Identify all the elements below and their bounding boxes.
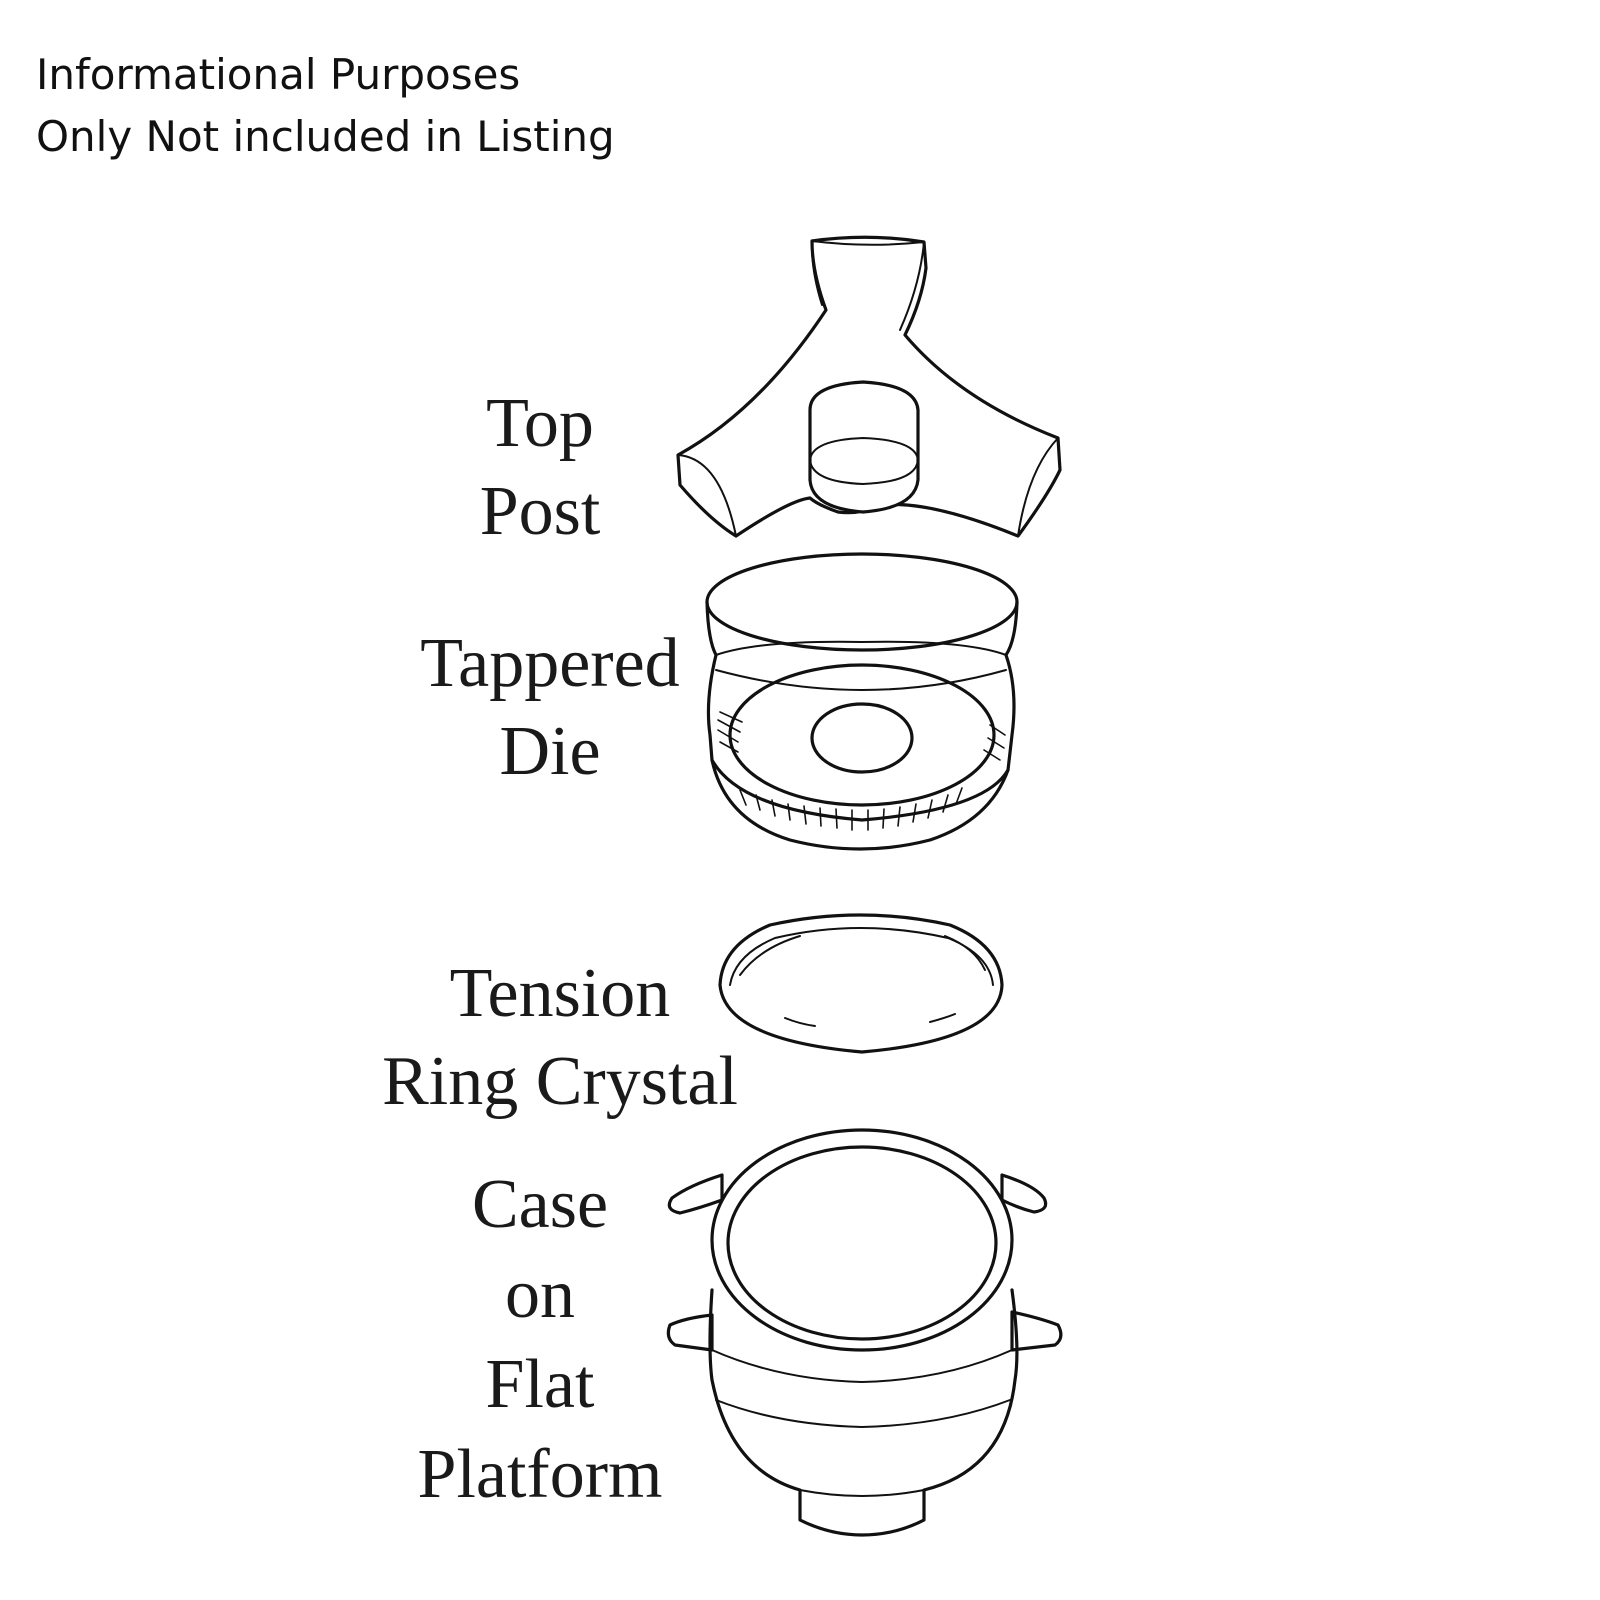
label-case-line-1: Case — [471, 1166, 609, 1243]
label-top-post: Top Post — [440, 380, 640, 556]
label-tension-ring: Tension Ring Crystal — [360, 950, 760, 1126]
label-top-post-line-2: Post — [479, 473, 601, 550]
label-tapered-die: Tappered Die — [400, 620, 700, 796]
notice-line-2: Only Not included in Listing — [36, 112, 615, 161]
label-top-post-line-1: Top — [486, 385, 594, 462]
tension-ring-drawing — [718, 913, 1004, 1054]
notice-line-1: Informational Purposes — [36, 50, 521, 99]
top-post-drawing — [676, 235, 1062, 538]
label-case-line-2: on — [505, 1256, 575, 1333]
label-tapered-die-line-2: Die — [499, 713, 601, 790]
notice-text: Informational Purposes Only Not included… — [36, 44, 615, 168]
label-case-platform: Case on Flat Platform — [400, 1160, 680, 1520]
label-case-line-4: Platform — [417, 1436, 663, 1513]
label-tension-ring-line-1: Tension — [449, 955, 671, 1032]
tapered-die-drawing — [705, 552, 1019, 851]
label-tapered-die-line-1: Tappered — [420, 625, 680, 702]
case-platform-drawing — [666, 1128, 1063, 1537]
label-case-line-3: Flat — [485, 1346, 595, 1423]
label-tension-ring-line-2: Ring Crystal — [382, 1043, 738, 1120]
